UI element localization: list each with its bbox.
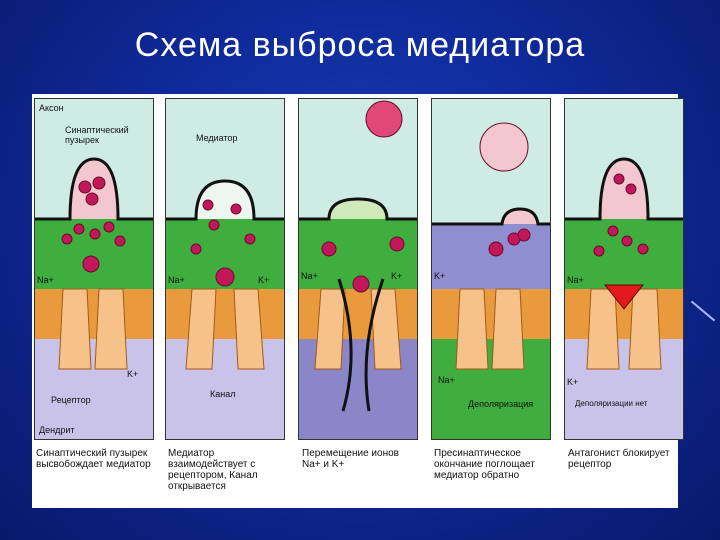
panel-2-drawing [166, 99, 284, 439]
label-synaptic-vesicle: Синаптический пузырек [65, 125, 129, 145]
label-na-5: Na+ [567, 275, 584, 285]
label-axon: Аксон [39, 103, 64, 113]
caption-3: Перемещение ионов Na+ и K+ [302, 448, 399, 470]
panel-3-ion-flow: Na+ K+ [298, 98, 418, 440]
label-no-depolarization: Деполяризации нет [575, 399, 648, 408]
panel-2-binding: Медиатор Na+ K+ Канал [165, 98, 285, 440]
label-receptor: Рецептор [51, 395, 91, 405]
panel-5-antagonist: Na+ K+ Деполяризации нет [564, 98, 684, 440]
label-na-3: Na+ [301, 271, 318, 281]
label-dendrite: Дендрит [39, 425, 75, 435]
label-mediator: Медиатор [196, 133, 238, 143]
label-k-5: K+ [567, 377, 579, 387]
caption-2: Медиатор взаимодействует с рецептором, К… [168, 448, 258, 492]
label-k-2: K+ [258, 275, 270, 285]
label-na-4: Na+ [438, 375, 455, 385]
panel-5-drawing [565, 99, 683, 439]
panel-1-release: Аксон Синаптический пузырек Na+ K+ Рецеп… [34, 98, 154, 440]
caption-4: Пресинаптическое окончание поглощает мед… [434, 448, 535, 481]
label-k-3: K+ [391, 271, 403, 281]
decorative-line [690, 300, 716, 322]
slide-title: Схема выброса медиатора [134, 26, 586, 64]
caption-5: Антагонист блокирует рецептор [568, 448, 670, 470]
label-channel: Канал [210, 389, 236, 399]
panel-4-reuptake: K+ Na+ Деполяризация [431, 98, 551, 440]
synapse-figure: Аксон Синаптический пузырек Na+ K+ Рецеп… [32, 94, 684, 508]
caption-1: Синаптический пузырек высвобождает медиа… [36, 448, 151, 470]
label-depolarization: Деполяризация [468, 399, 534, 409]
label-k-4: K+ [434, 271, 446, 281]
panel-1-drawing [35, 99, 153, 439]
panel-3-drawing [299, 99, 417, 439]
label-na: Na+ [37, 275, 54, 285]
label-na-2: Na+ [168, 275, 185, 285]
label-k: K+ [127, 369, 139, 379]
panel-4-drawing [432, 99, 550, 439]
